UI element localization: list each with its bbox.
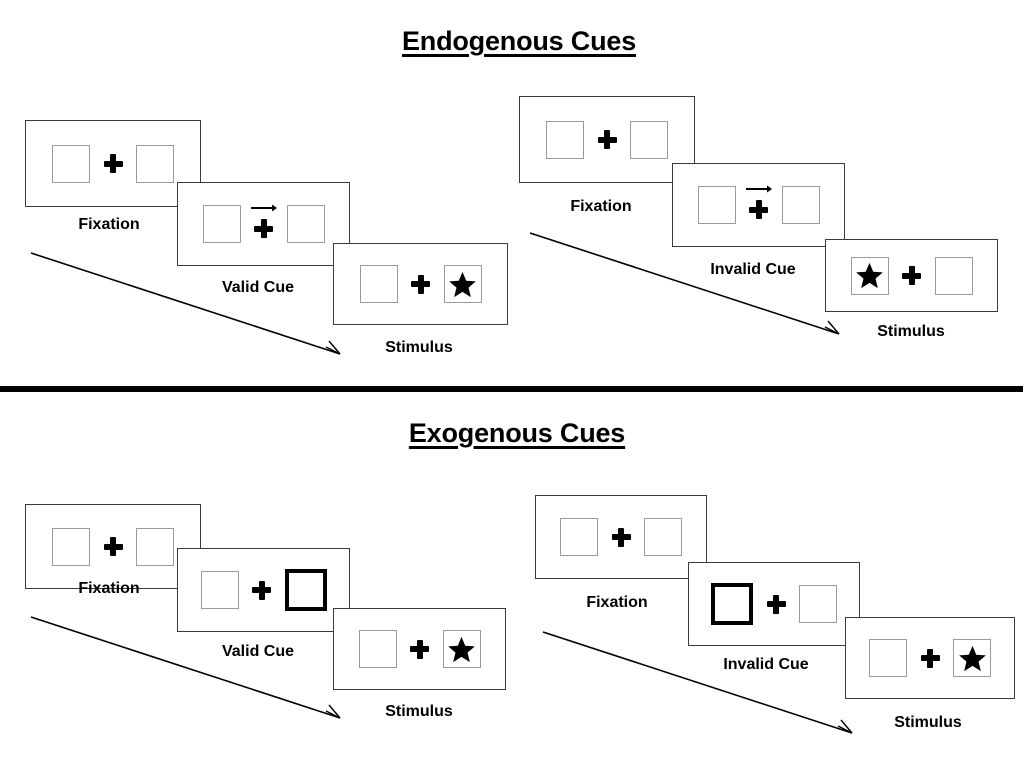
- slot-left-empty: [52, 144, 90, 183]
- fixation-cross-icon: [103, 154, 123, 173]
- panel-content: [334, 609, 505, 689]
- panel-content: [26, 121, 200, 206]
- caption-endogenous-invalid-cue: Invalid Cue: [710, 261, 796, 278]
- fixation-center: [753, 581, 799, 627]
- fixation-cross-icon: [597, 130, 617, 149]
- fixation-cross-icon: [766, 594, 786, 614]
- caption-exogenous-invalid-cue: Invalid Cue: [723, 656, 809, 673]
- panel-content: [26, 505, 200, 588]
- fixation-cross-icon: [611, 527, 631, 547]
- slot-right-empty: [286, 205, 325, 243]
- panel-exogenous-invalid-fixation: [535, 495, 707, 579]
- panel-content: [689, 563, 859, 645]
- panel-endogenous-invalid-cue: [672, 163, 845, 247]
- slot-left-empty: [358, 630, 397, 668]
- fixation-center: [239, 567, 285, 613]
- panel-endogenous-valid-fixation: [25, 120, 201, 207]
- fixation-cross-icon: [252, 580, 271, 600]
- caption-endogenous-invalid-fixation: Fixation: [570, 198, 632, 215]
- slot-left-empty: [202, 205, 241, 243]
- fixation-cross-icon: [103, 537, 123, 556]
- panel-exogenous-valid-cue: [177, 548, 350, 632]
- panel-exogenous-valid-stimulus: [333, 608, 506, 690]
- fixation-center: [90, 141, 136, 187]
- star-target-icon: [958, 645, 986, 671]
- slot-right-empty: [644, 518, 682, 556]
- panel-content: [826, 240, 997, 311]
- caption-endogenous-invalid-stimulus: Stimulus: [877, 323, 945, 340]
- panel-content: [536, 496, 706, 578]
- slot-left-empty: [200, 571, 239, 609]
- fixation-cross-icon: [410, 639, 429, 659]
- panel-content: [673, 164, 844, 246]
- section-title-endogenous: Endogenous Cues: [401, 26, 637, 56]
- panel-exogenous-invalid-stimulus: [845, 617, 1015, 699]
- slot-left-cued-box-icon: [711, 583, 753, 625]
- slot-right-empty: [136, 527, 174, 566]
- fixation-center: [889, 253, 935, 299]
- arrow-right-cue-icon: [745, 185, 772, 193]
- panel-endogenous-valid-stimulus: [333, 243, 508, 325]
- slot-left-empty: [560, 518, 598, 556]
- fixation-cross-icon: [749, 200, 768, 219]
- slot-right-target: [953, 639, 991, 677]
- panel-endogenous-invalid-fixation: [519, 96, 695, 183]
- slot-right-cued-box-icon: [284, 569, 327, 611]
- caption-exogenous-invalid-fixation: Fixation: [586, 594, 648, 611]
- fixation-center: [241, 201, 287, 247]
- star-target-icon: [448, 636, 475, 662]
- slot-left-target: [850, 256, 889, 295]
- panel-exogenous-invalid-cue: [688, 562, 860, 646]
- fixation-center: [397, 626, 443, 672]
- caption-exogenous-valid-stimulus: Stimulus: [385, 703, 453, 720]
- slot-right-empty: [799, 585, 837, 623]
- panel-content: [334, 244, 507, 324]
- panel-exogenous-valid-fixation: [25, 504, 201, 589]
- panel-content: [520, 97, 694, 182]
- fixation-cross-icon: [902, 266, 921, 285]
- panel-content: [846, 618, 1014, 698]
- fixation-center: [736, 182, 782, 228]
- fixation-center: [598, 514, 644, 560]
- slot-right-empty: [630, 120, 668, 159]
- slot-left-empty: [52, 527, 90, 566]
- slot-left-empty: [697, 186, 736, 224]
- caption-exogenous-valid-cue: Valid Cue: [221, 643, 295, 660]
- fixation-center: [907, 635, 953, 681]
- slot-left-empty: [359, 265, 398, 303]
- section-divider: [0, 386, 1023, 392]
- star-target-icon: [856, 262, 883, 289]
- section-title-exogenous: Exogenous Cues: [408, 418, 626, 448]
- caption-exogenous-valid-fixation: Fixation: [78, 580, 140, 597]
- slot-right-target: [443, 265, 482, 303]
- caption-endogenous-valid-fixation: Fixation: [78, 216, 140, 233]
- panel-endogenous-invalid-stimulus: [825, 239, 998, 312]
- arrow-right-cue-icon: [250, 204, 277, 212]
- fixation-center: [90, 524, 136, 570]
- fixation-center: [398, 261, 444, 307]
- caption-endogenous-valid-cue: Valid Cue: [221, 279, 295, 296]
- slot-left-empty: [546, 120, 584, 159]
- panel-content: [178, 183, 349, 265]
- caption-endogenous-valid-stimulus: Stimulus: [385, 339, 453, 356]
- slot-left-empty: [869, 639, 907, 677]
- fixation-cross-icon: [411, 274, 430, 294]
- fixation-cross-icon: [920, 648, 940, 668]
- fixation-center: [584, 117, 630, 163]
- caption-exogenous-invalid-stimulus: Stimulus: [894, 714, 962, 731]
- panel-content: [178, 549, 349, 631]
- slot-right-empty: [136, 144, 174, 183]
- fixation-cross-icon: [254, 219, 273, 238]
- panel-endogenous-valid-cue: [177, 182, 350, 266]
- slot-right-empty: [781, 186, 820, 224]
- star-target-icon: [449, 271, 476, 297]
- slot-right-empty: [934, 256, 973, 295]
- slot-right-target: [442, 630, 481, 668]
